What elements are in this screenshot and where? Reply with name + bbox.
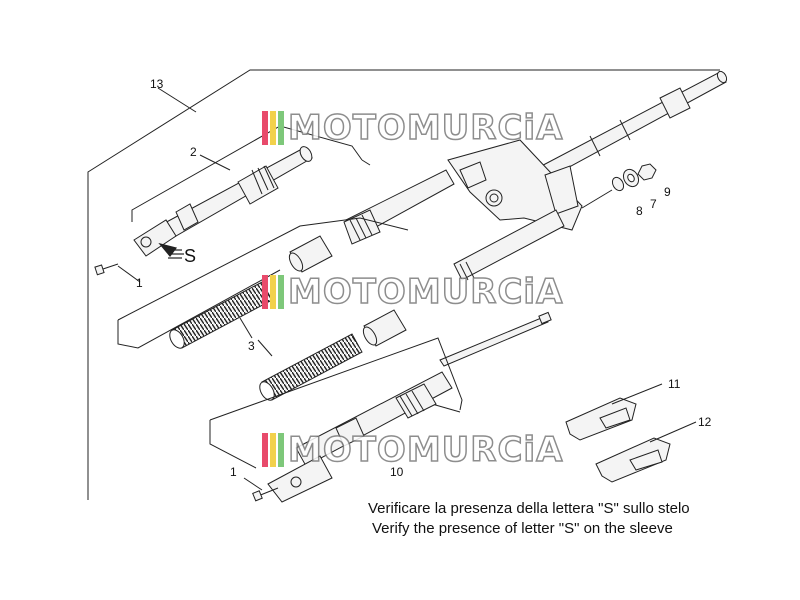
s-letter-mark: S (184, 246, 196, 266)
callout-13: 13 (150, 77, 164, 91)
callout-9: 9 (664, 185, 671, 199)
spring-upper (169, 281, 273, 349)
callout-1-bottom: 1 (230, 465, 237, 479)
screw-1-bottom (243, 477, 279, 502)
assembly-bracket-13 (87, 69, 720, 500)
logo-bar-2 (270, 111, 276, 145)
damper-rod (439, 311, 552, 367)
logo-bar-1 (262, 433, 268, 467)
washer-7 (622, 168, 640, 188)
watermark-middle: MOTOMURCiA (262, 271, 564, 313)
logo-bar-1 (262, 275, 268, 309)
callout-7: 7 (650, 197, 657, 211)
fork-crown (447, 139, 583, 231)
callout-8: 8 (636, 204, 643, 218)
logo-bar-1 (262, 111, 268, 145)
logo-bar-3 (278, 433, 284, 467)
washer-8 (611, 176, 625, 192)
logo-bar-3 (278, 275, 284, 309)
fork-cover-11 (565, 383, 663, 441)
watermark-logo-bars (262, 111, 284, 145)
nut-9 (637, 163, 657, 181)
callout-12: 12 (698, 415, 712, 429)
fork-leg-upper-group (131, 125, 371, 257)
callout-11: 11 (668, 377, 681, 391)
watermark-text: MOTOMURCiA (287, 107, 564, 149)
callout-3: 3 (248, 339, 255, 353)
callout-10: 10 (390, 465, 404, 479)
fork-leg-lower (267, 371, 453, 503)
spring-group-bracket (117, 217, 409, 357)
axis-line-crown (581, 189, 613, 209)
screw-1-top (94, 263, 141, 283)
callout-1-top: 1 (136, 276, 143, 290)
bushing-lower (362, 309, 407, 347)
note-english: Verify the presence of letter "S" on the… (372, 520, 673, 537)
watermark-text: MOTOMURCiA (287, 429, 564, 471)
watermark-top: MOTOMURCiA (262, 107, 564, 149)
fork-leg-lower-group (209, 337, 463, 469)
s-indicator-arrow (158, 242, 184, 259)
watermark-text: MOTOMURCiA (287, 271, 564, 313)
fork-cover-12 (595, 421, 697, 483)
logo-bar-2 (270, 433, 276, 467)
watermark-bottom: MOTOMURCiA (262, 429, 564, 471)
watermark-logo-bars (262, 275, 284, 309)
note-italian: Verificare la presenza della lettera "S"… (368, 500, 690, 517)
bushing-upper (288, 235, 333, 273)
logo-bar-2 (270, 275, 276, 309)
callout-2: 2 (190, 145, 197, 159)
watermark-logo-bars (262, 433, 284, 467)
spring-lower (259, 333, 363, 401)
logo-bar-3 (278, 111, 284, 145)
